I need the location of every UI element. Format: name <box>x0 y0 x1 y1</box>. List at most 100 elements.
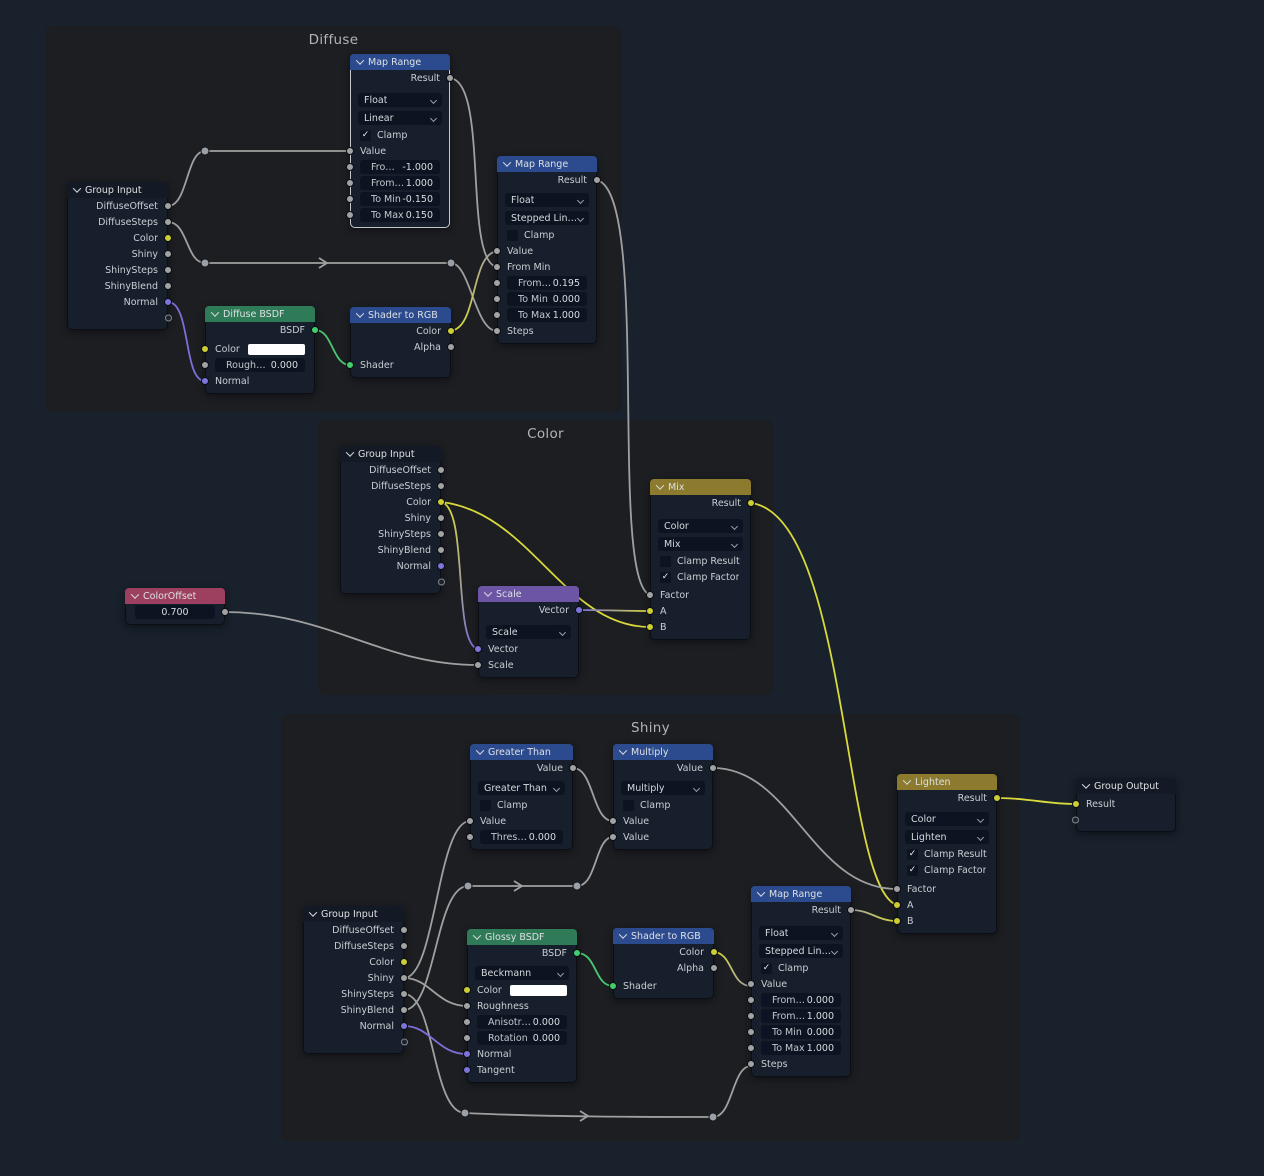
value-field-roughness[interactable]: Roughness0.000 <box>215 358 305 372</box>
socket-to-min[interactable] <box>493 295 501 303</box>
checkbox-clamp[interactable] <box>623 799 634 811</box>
collapse-chevron-icon[interactable] <box>756 888 766 897</box>
socket-result[interactable] <box>1072 800 1080 808</box>
checkbox-clamp-factor[interactable]: ✓ <box>660 571 671 583</box>
collapse-chevron-icon[interactable] <box>472 931 482 940</box>
socket-rotation[interactable] <box>463 1034 471 1042</box>
socket-color[interactable] <box>201 345 209 353</box>
virtual-socket-virtual[interactable] <box>1072 816 1079 823</box>
socket-to-min[interactable] <box>747 1028 755 1036</box>
socket-diffusesteps[interactable] <box>437 482 445 490</box>
socket-value[interactable] <box>609 833 617 841</box>
node-header[interactable]: Group Input <box>303 906 404 922</box>
reroute-node[interactable] <box>460 1108 470 1118</box>
collapse-chevron-icon[interactable] <box>72 184 82 193</box>
socket-color[interactable] <box>437 498 445 506</box>
socket-anisotropy[interactable] <box>463 1018 471 1026</box>
collapse-chevron-icon[interactable] <box>475 746 485 755</box>
socket-alpha[interactable] <box>710 964 718 972</box>
socket-thresh[interactable] <box>466 833 474 841</box>
node-header[interactable]: Map Range <box>751 886 851 902</box>
socket-value[interactable] <box>609 817 617 825</box>
value-field-from[interactable]: From ...-1.000 <box>360 160 440 174</box>
socket-shinyblend[interactable] <box>400 1006 408 1014</box>
checkbox-clamp-result[interactable]: ✓ <box>907 848 918 860</box>
dropdown-scale[interactable]: Scale <box>486 625 571 639</box>
socket-color[interactable] <box>463 986 471 994</box>
value-field-thresh[interactable]: Thresh...0.000 <box>480 830 563 844</box>
checkbox-clamp-result[interactable] <box>660 555 671 567</box>
socket-normal[interactable] <box>463 1050 471 1058</box>
socket-b[interactable] <box>893 917 901 925</box>
socket-to-min[interactable] <box>346 195 354 203</box>
socket-value[interactable] <box>466 817 474 825</box>
socket-from-max[interactable] <box>493 279 501 287</box>
checkbox-clamp[interactable]: ✓ <box>761 962 772 974</box>
dropdown-mix[interactable]: Mix <box>658 537 743 551</box>
socket-a[interactable] <box>893 901 901 909</box>
socket-shiny[interactable] <box>437 514 445 522</box>
collapse-chevron-icon[interactable] <box>902 776 912 785</box>
node-header[interactable]: Scale <box>478 586 579 602</box>
color-swatch[interactable] <box>247 343 305 355</box>
socket-shinyblend[interactable] <box>437 546 445 554</box>
socket-result[interactable] <box>993 794 1001 802</box>
reroute-node[interactable] <box>572 881 582 891</box>
node-header[interactable]: ColorOffset <box>125 588 225 604</box>
socket-color[interactable] <box>164 234 172 242</box>
socket-to-max[interactable] <box>493 311 501 319</box>
socket-bsdf[interactable] <box>573 949 581 957</box>
socket-diffuseoffset[interactable] <box>437 466 445 474</box>
checkbox-clamp[interactable] <box>480 799 491 811</box>
socket-color[interactable] <box>447 327 455 335</box>
socket-value[interactable] <box>569 764 577 772</box>
socket-result[interactable] <box>446 74 454 82</box>
socket-to-max[interactable] <box>346 211 354 219</box>
collapse-chevron-icon[interactable] <box>355 56 365 65</box>
node-header[interactable]: Glossy BSDF <box>467 929 577 945</box>
socket-result[interactable] <box>847 906 855 914</box>
dropdown-stepped-linear[interactable]: Stepped Linear <box>505 211 589 225</box>
checkbox-clamp[interactable] <box>507 229 518 241</box>
virtual-socket-virtual[interactable] <box>165 314 172 321</box>
socket-b[interactable] <box>646 623 654 631</box>
node-header[interactable]: Group Input <box>67 182 168 198</box>
socket-steps[interactable] <box>493 327 501 335</box>
socket-value-out[interactable] <box>221 608 229 616</box>
socket-result[interactable] <box>747 499 755 507</box>
node-header[interactable]: Lighten <box>897 774 997 790</box>
value-field-color-offset[interactable]: 0.700 <box>135 605 215 619</box>
socket-diffuseoffset[interactable] <box>400 926 408 934</box>
socket-normal[interactable] <box>437 562 445 570</box>
socket-shader[interactable] <box>609 982 617 990</box>
node-header[interactable]: Group Output <box>1076 778 1176 794</box>
socket-vector[interactable] <box>474 645 482 653</box>
dropdown-beckmann[interactable]: Beckmann <box>475 966 569 980</box>
socket-from-min[interactable] <box>493 263 501 271</box>
socket-result[interactable] <box>593 176 601 184</box>
node-diffuse-bsdf[interactable]: Diffuse BSDFBSDFColorRoughness0.000Norma… <box>201 306 319 394</box>
node-header[interactable]: Greater Than <box>470 744 573 760</box>
socket-shinysteps[interactable] <box>400 990 408 998</box>
dropdown-multiply[interactable]: Multiply <box>621 781 705 795</box>
socket-value[interactable] <box>747 980 755 988</box>
dropdown-linear[interactable]: Linear <box>358 111 442 125</box>
socket-shader[interactable] <box>346 361 354 369</box>
dropdown-color[interactable]: Color <box>905 812 989 826</box>
socket-diffusesteps[interactable] <box>164 218 172 226</box>
reroute-node[interactable] <box>446 258 456 268</box>
node-header[interactable]: Mix <box>650 479 751 495</box>
collapse-chevron-icon[interactable] <box>1081 780 1091 789</box>
socket-shiny[interactable] <box>164 250 172 258</box>
